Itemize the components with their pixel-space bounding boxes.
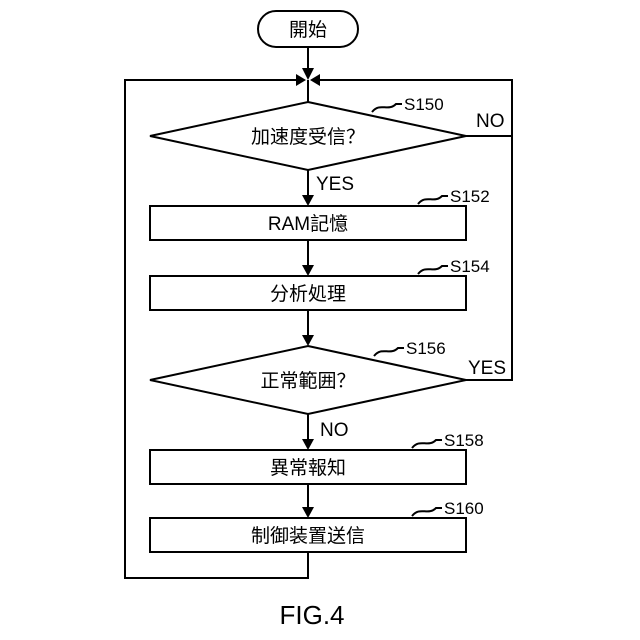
figure-caption: FIG.4 xyxy=(279,600,344,630)
step-id-s154: S154 xyxy=(450,257,490,276)
step-id-s160: S160 xyxy=(444,499,484,518)
decision-s150-label: 加速度受信？ xyxy=(251,126,365,148)
step-leader-s160 xyxy=(412,508,442,516)
step-leader-s150 xyxy=(372,104,402,112)
arrowhead-s154 xyxy=(302,265,314,276)
step-leader-s156 xyxy=(374,348,404,356)
step-id-s152: S152 xyxy=(450,187,490,206)
step-id-s158: S158 xyxy=(444,431,484,450)
process-s154-label: 分析処理 xyxy=(270,283,346,305)
process-s158-label: 異常報知 xyxy=(270,457,346,479)
step-leader-s154 xyxy=(418,266,448,274)
step-leader-s152 xyxy=(418,196,448,204)
start-label: 開始 xyxy=(289,19,327,41)
step-leader-s158 xyxy=(412,440,442,448)
s150-no-label: NO xyxy=(476,111,505,132)
arrowhead-s152 xyxy=(302,195,314,206)
decision-s156-label: 正常範囲？ xyxy=(260,370,355,392)
arrowhead-s156 xyxy=(302,335,314,346)
arrowhead-s160 xyxy=(302,507,314,518)
step-id-s150: S150 xyxy=(404,95,444,114)
step-id-s156: S156 xyxy=(406,339,446,358)
s156-no-label: NO xyxy=(320,420,349,441)
arrowhead-s158 xyxy=(302,439,314,450)
process-s160-label: 制御装置送信 xyxy=(251,525,365,547)
arrowhead-left-loop xyxy=(296,74,306,86)
s156-yes-label: YES xyxy=(468,358,506,379)
arrowhead-right-loop xyxy=(310,74,320,86)
s150-yes-label: YES xyxy=(316,174,354,195)
process-s152-label: RAM記憶 xyxy=(268,213,348,235)
arrowhead-start xyxy=(302,68,314,80)
